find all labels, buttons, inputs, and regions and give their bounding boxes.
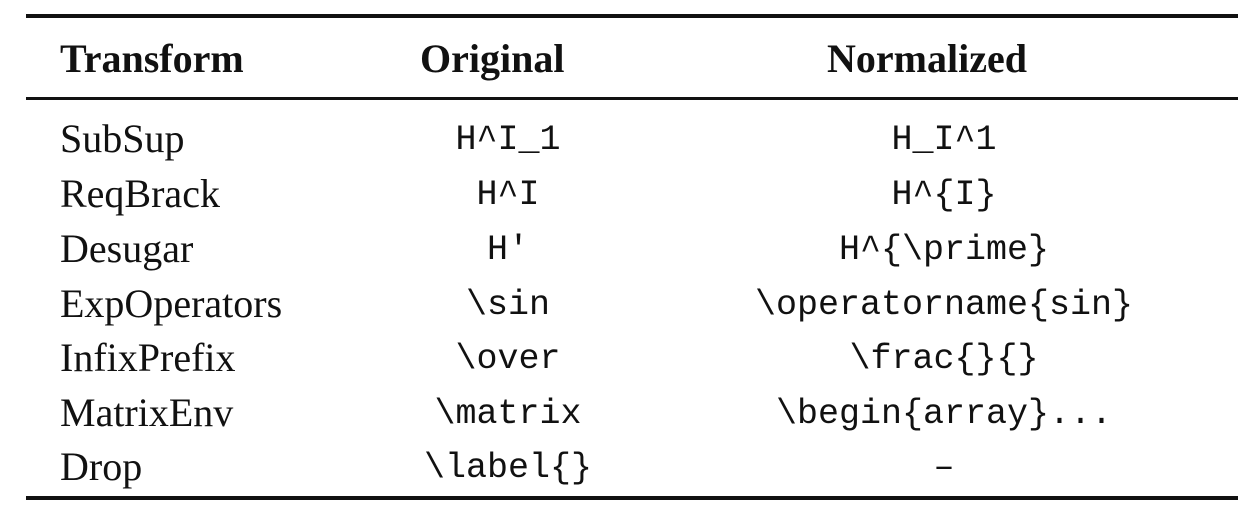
row-transform: SubSup — [60, 116, 185, 161]
row-original: H′ — [486, 230, 530, 270]
row-transform: InfixPrefix — [60, 335, 236, 380]
row-original: \over — [455, 339, 561, 379]
row-normalized: \begin{array}... — [775, 394, 1113, 434]
header-normalized: Normalized — [827, 36, 1027, 81]
row-normalized: H^{I} — [891, 175, 997, 215]
row-transform: ExpOperators — [60, 281, 283, 326]
bottom-rule — [26, 496, 1238, 500]
row-transform: ReqBrack — [60, 171, 220, 216]
row-normalized: H^{\prime} — [838, 230, 1050, 270]
header-transform: Transform — [60, 36, 244, 81]
row-normalized: – — [933, 448, 955, 488]
row-original: \sin — [465, 285, 551, 325]
row-original: \label{} — [423, 448, 593, 488]
row-normalized: \operatorname{sin} — [754, 285, 1134, 325]
row-normalized: H_I^1 — [891, 120, 997, 160]
row-transform: Desugar — [60, 226, 194, 271]
row-original: H^I_1 — [455, 120, 561, 160]
row-transform: Drop — [60, 444, 143, 489]
top-rule — [26, 14, 1238, 18]
row-original: \matrix — [434, 394, 582, 434]
row-transform: MatrixEnv — [60, 390, 234, 435]
row-normalized: \frac{}{} — [849, 339, 1039, 379]
row-original: H^I — [476, 175, 540, 215]
header-original: Original — [420, 36, 565, 81]
header-rule — [26, 97, 1238, 100]
